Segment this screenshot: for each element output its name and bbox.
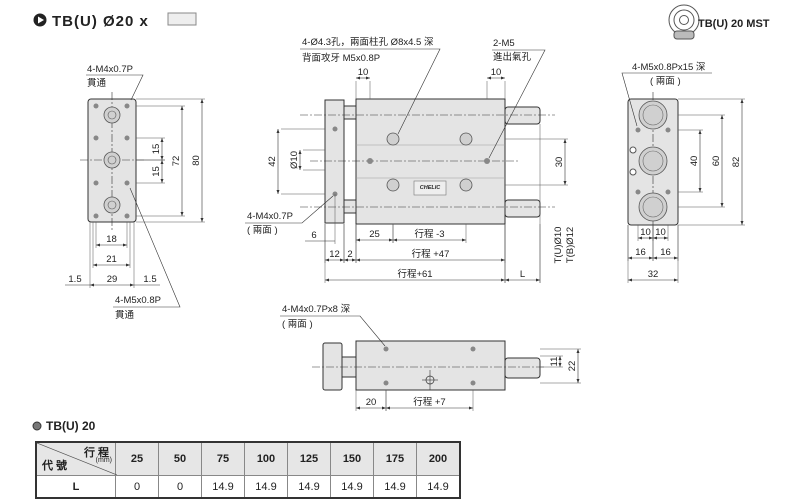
dimension-label: T(B)Ø12 <box>565 227 576 263</box>
mst-logo-icon <box>668 4 700 40</box>
table-corner-cell: 行 程 (mm) 代 號 <box>35 441 117 476</box>
stroke-column-header: 25 <box>115 441 159 476</box>
dimension-label: 22 <box>567 361 578 372</box>
note-label: ( 兩面 ) <box>247 225 278 236</box>
left-end-view: 4-M4x0.7P 貫通 4-M5x0.8P 貫通 <box>80 64 181 321</box>
code-header: 代 號 <box>42 460 68 472</box>
stroke-column-header: 150 <box>330 441 374 476</box>
table-header-row: 行 程 (mm) 代 號 25 50 75 100 125 150 175 20… <box>35 441 461 476</box>
stroke-column-header: 75 <box>201 441 245 476</box>
bottom-view: 4-M4x0.7Px8 深 ( 兩面 ) <box>280 304 545 391</box>
row-label: L <box>35 475 116 499</box>
dimension-label: 15 <box>151 166 162 177</box>
stroke-column-header: 50 <box>158 441 202 476</box>
stroke-table: 行 程 (mm) 代 號 25 50 75 100 125 150 175 20… <box>35 441 461 499</box>
dimension-label: T(U)Ø10 <box>553 227 564 264</box>
dimension-label: 32 <box>648 269 659 280</box>
table-cell: 14.9 <box>201 475 245 499</box>
table-cell: 14.9 <box>244 475 288 499</box>
table-title: TB(U) 20 <box>46 419 96 433</box>
stroke-header: 行 程 <box>83 447 109 459</box>
note-label: 4-M4x0.7Px8 深 <box>282 304 351 315</box>
note-label: 4-M5x0.8P <box>115 295 161 306</box>
dimension-label: 18 <box>106 234 117 245</box>
stroke-column-header: 100 <box>244 441 288 476</box>
center-mark-icon <box>422 370 438 390</box>
dimension-label: 16 <box>660 247 671 258</box>
model-badge: TB(U) 20 MST <box>698 18 770 30</box>
table-cell: 14.9 <box>416 475 461 499</box>
dimension-label: 15 <box>151 144 162 155</box>
svg-text:CHELIC: CHELIC <box>420 185 442 191</box>
table-cell: 0 <box>158 475 202 499</box>
stroke-input-box[interactable] <box>167 12 197 26</box>
note-label: 貫通 <box>87 78 107 89</box>
dimension-label: 10 <box>491 67 502 78</box>
dimension-label: 25 <box>369 229 380 240</box>
dimension-label: 42 <box>267 156 278 167</box>
stroke-column-header: 125 <box>287 441 331 476</box>
table-cell: 14.9 <box>287 475 331 499</box>
dimension-label: 行程 +47 <box>412 248 450 260</box>
dimension-label: 10 <box>640 227 651 238</box>
dimension-label: 11 <box>549 357 560 367</box>
play-circle-icon <box>33 13 47 27</box>
dimension-label: 10 <box>358 67 369 78</box>
dimension-label: 2 <box>347 249 352 260</box>
dimension-label: 行程+61 <box>397 268 432 280</box>
dimension-label: 10 <box>655 227 666 238</box>
note-label: 背面攻牙 M5x0.8P <box>302 52 380 64</box>
dimension-label: 80 <box>191 155 202 166</box>
dimension-label: 1.5 <box>143 274 156 285</box>
dimension-label: 60 <box>711 156 722 167</box>
note-label: 進出氣孔 <box>493 51 532 63</box>
note-label: 4-M4x0.7P <box>247 211 293 222</box>
note-label: 4-M5x0.8Px15 深 <box>632 62 706 73</box>
dimension-label: 30 <box>554 157 565 168</box>
right-end-view: 4-M5x0.8Px15 深 ( 兩面 ) <box>621 62 712 232</box>
dimension-label: 1.5 <box>68 274 81 285</box>
dimension-label: 6 <box>311 230 316 241</box>
note-label: 貫通 <box>115 310 135 321</box>
dimension-label: 16 <box>635 247 646 258</box>
dimension-label: 12 <box>329 249 340 260</box>
table-row: L 0 0 14.9 14.9 14.9 14.9 14.9 14.9 <box>35 475 461 499</box>
dimension-label: 20 <box>366 397 377 408</box>
chelic-logo: CHELIC <box>413 180 447 196</box>
dimension-label: 行程 +7 <box>413 396 445 408</box>
stroke-column-header: 175 <box>373 441 417 476</box>
dimension-label: 72 <box>171 156 182 167</box>
stroke-column-header: 200 <box>416 441 461 476</box>
note-label: ( 兩面 ) <box>282 319 313 330</box>
dimension-label: 29 <box>107 274 118 285</box>
bullet-icon <box>32 421 42 431</box>
note-label: 2-M5 <box>493 38 515 49</box>
dimension-layer: 15 15 72 80 18 21 29 10 10 42 Ø10 30 25 行程 -3 12 2 行程 +4… <box>65 67 745 411</box>
note-label: 4-M4x0.7P <box>87 64 133 75</box>
dimension-label: 82 <box>731 157 742 168</box>
dimension-label: Ø10 <box>289 151 300 169</box>
table-cell: 0 <box>115 475 159 499</box>
dimension-label: 行程 -3 <box>414 228 444 240</box>
dimension-label: L <box>520 269 525 280</box>
table-cell: 14.9 <box>373 475 417 499</box>
dimension-label: 40 <box>689 156 700 167</box>
dimension-label: 21 <box>106 254 117 265</box>
front-view: CHELIC 4-Ø4.3孔，兩面柱孔 Ø8x4.5 深 背面攻牙 M5x0.8… <box>245 36 555 236</box>
table-cell: 14.9 <box>330 475 374 499</box>
page-title: TB(U) Ø20 x <box>52 13 149 30</box>
unit-label: (mm) <box>95 457 112 464</box>
note-label: 4-Ø4.3孔，兩面柱孔 Ø8x4.5 深 <box>302 36 434 48</box>
note-label: ( 兩面 ) <box>650 76 681 87</box>
